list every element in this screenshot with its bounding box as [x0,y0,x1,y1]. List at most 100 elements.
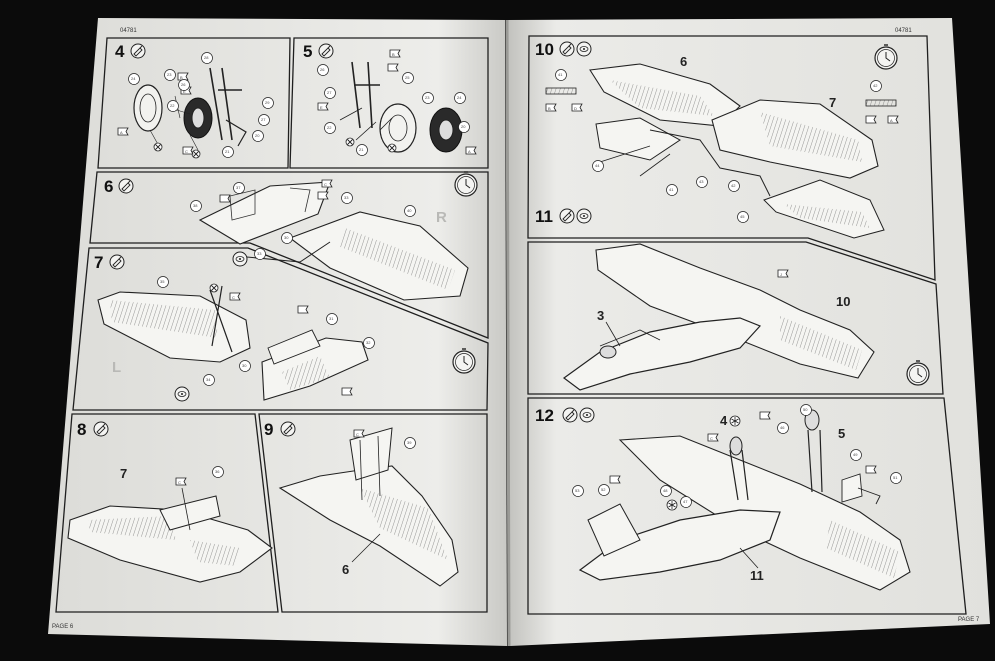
flag-label: A [468,149,471,154]
paint-circle-icon [174,386,190,402]
glue-tube-icon [318,43,334,59]
callout-label: 3 [597,308,604,323]
part-number: 26 [181,82,186,87]
decal-strip [545,87,577,95]
spine-crease [505,19,511,647]
callout-label: 5 [838,426,845,441]
landing-gear-strut-drawing [351,61,380,129]
flag-label: A [120,130,123,135]
x-mark-icon [387,143,397,153]
part-number: 41 [669,187,674,192]
step-10: 10 6 7 B D A 41 42 41 42 43 44 45 [535,40,899,239]
panel-step-5 [289,37,489,169]
flag-label: C [178,480,181,485]
part-number: 30 [242,363,247,368]
panel-step-8 [55,413,279,613]
part-number: 24 [131,76,136,81]
flag-label: J [780,272,782,277]
panel-step-4 [97,37,291,169]
step-9: 9 6 C 39 [264,420,459,587]
step-5: 5 B E A 26 25 27 23 24 22 20 21 [303,42,477,156]
callout-label: 6 [342,562,349,577]
step-6-number: 6 [104,177,113,196]
part-number: 30 [284,235,289,240]
callout-label: 6 [680,54,687,69]
paint-circle-icon [232,251,248,267]
step-8-number: 8 [77,420,86,439]
step-5-number: 5 [303,42,312,61]
flag-label: B [392,52,395,57]
part-number: 41 [558,72,563,77]
panel-step-11 [527,241,944,395]
step-12-number: 12 [535,406,554,425]
panel-step-12 [527,397,967,615]
part-number: 22 [170,103,175,108]
callout-label: 4 [720,413,728,428]
part-number: 24 [457,95,462,100]
part-number: 26 [320,67,325,72]
step-4-number: 4 [115,42,125,61]
part-number: 42 [731,183,736,188]
part-number: 27 [261,117,266,122]
part-number: 27 [327,90,332,95]
glue-tube-icon [118,178,134,194]
part-number: 43 [699,179,704,184]
part-number: 21 [359,147,364,152]
step-6: 6 C 37 38 33 33 30 40 [104,171,478,301]
paint-circle-icon [579,407,595,423]
landing-gear-strut-drawing [209,67,242,141]
part-number: 52 [601,487,606,492]
paint-circle-icon [576,41,592,57]
x-mark-icon [153,142,163,152]
wheel-hub-drawing [379,103,417,153]
step-11-number: 11 [535,207,553,226]
part-number: 51 [893,475,898,480]
flag-label: E [320,105,323,110]
part-number: 50 [803,407,808,412]
step-7: 7 C 35 34 30 31 32 [94,253,476,402]
glue-tube-icon [559,208,575,224]
part-number: 45 [740,214,745,219]
part-number: 33 [344,195,349,200]
part-number: 20 [255,133,260,138]
part-number: 22 [327,125,332,130]
part-number: 29 [265,100,270,105]
left-page-footer: PAGE 6 [52,624,74,630]
wheel-hub-drawing [133,84,163,132]
glue-tube-icon [280,421,296,437]
right-header-code: 04781 [895,28,912,34]
part-number: 40 [407,208,412,213]
part-number: 35 [160,279,165,284]
step-12: 12 4 5 11 C 46 47 48 49 50 [535,404,911,591]
callout-label: 7 [829,95,836,110]
fuselage-drawing [562,317,762,391]
side-letter-r: R [436,209,447,226]
flag-label: B [180,75,183,80]
part-number: 34 [206,377,211,382]
panel-step-7 [72,247,489,411]
part-number: 44 [595,163,600,168]
part-number: 37 [236,185,241,190]
part-number: 21 [225,149,230,154]
glue-tube-icon [130,43,146,59]
part-number: 23 [167,72,172,77]
step-11: 11 3 10 J [535,207,930,391]
right-page-footer: PAGE 7 [958,617,980,623]
step-10-number: 10 [535,40,554,59]
flag-label: A [890,118,893,123]
part-number: 48 [663,488,668,493]
side-letter-l: L [112,359,121,376]
left-header-code: 04781 [120,28,137,34]
fuselage-drawing [578,509,781,581]
part-number: 25 [405,75,410,80]
asterisk-icon [666,499,678,511]
panel-step-9 [258,413,488,613]
part-number: 36 [215,469,220,474]
step-7-number: 7 [94,253,103,272]
part-number: 31 [329,316,334,321]
flag-label: E [183,89,186,94]
panel-step-10 [527,35,936,281]
part-number: 20 [461,124,466,129]
x-mark-icon [209,283,219,293]
part-number: 47 [683,499,688,504]
